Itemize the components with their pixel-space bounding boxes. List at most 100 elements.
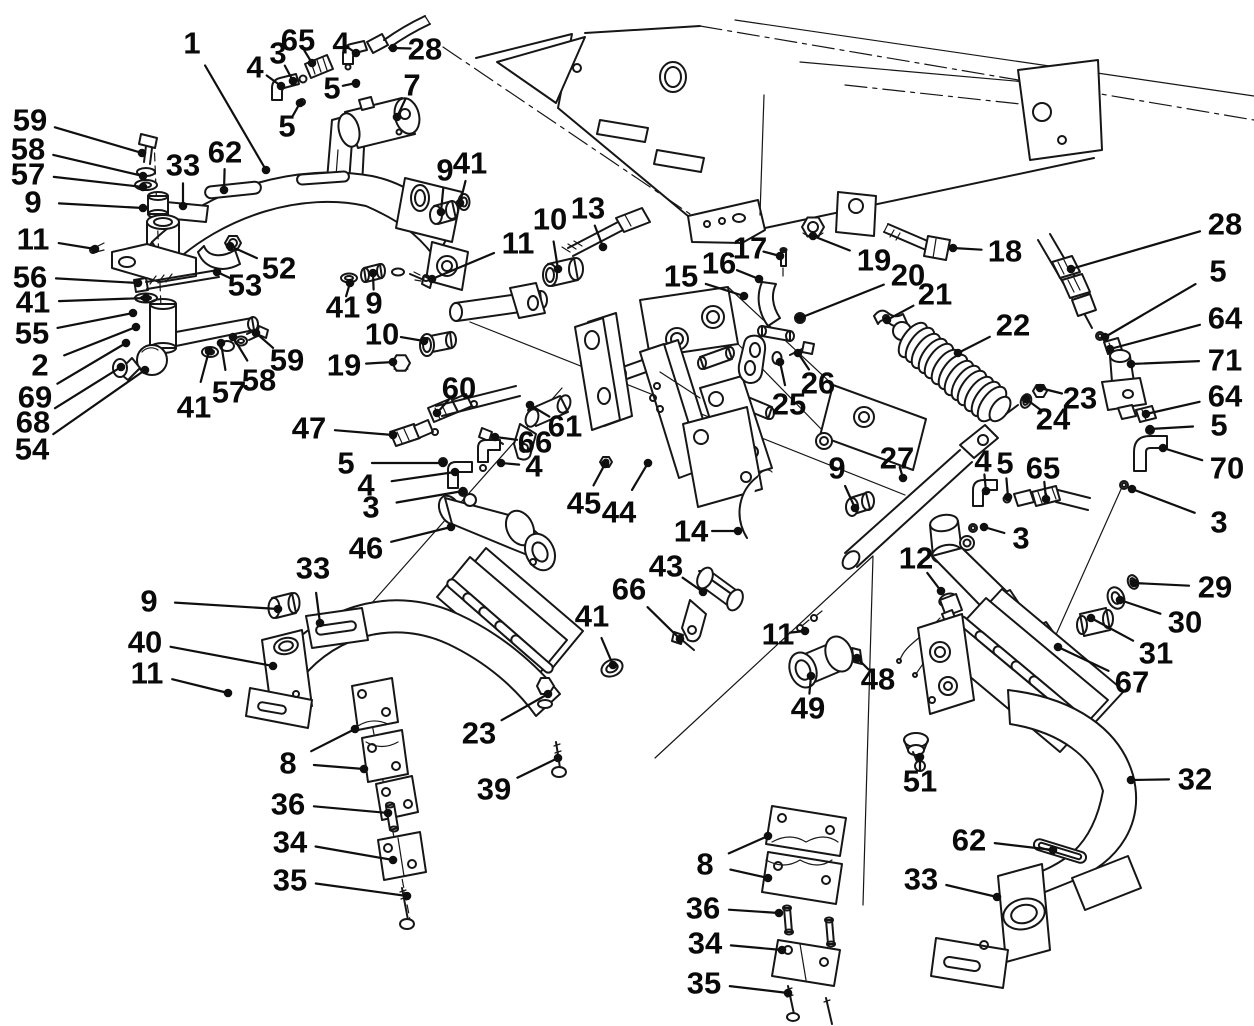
leader-dot-51 bbox=[915, 752, 925, 762]
leader-line-5 bbox=[1148, 425, 1195, 431]
leader-line-34 bbox=[314, 845, 395, 862]
leader-line-10 bbox=[552, 240, 560, 271]
leader-line-36 bbox=[312, 805, 390, 815]
kingpin-spindle-group bbox=[89, 133, 269, 381]
callout-41: 41 bbox=[177, 390, 211, 425]
callout-16: 16 bbox=[702, 246, 736, 281]
leader-dot-47 bbox=[388, 430, 398, 440]
callout-35: 35 bbox=[687, 966, 721, 1001]
center-weldment bbox=[340, 207, 927, 539]
callout-21: 21 bbox=[918, 277, 952, 312]
callout-41: 41 bbox=[575, 599, 609, 634]
leader-dot-9 bbox=[138, 203, 148, 213]
leader-line-36 bbox=[727, 908, 781, 915]
leader-dot-28 bbox=[388, 43, 398, 53]
callout-4: 4 bbox=[246, 50, 264, 85]
leader-dot-66 bbox=[675, 634, 685, 644]
leader-dot-65 bbox=[307, 58, 317, 68]
leader-line-18 bbox=[951, 246, 983, 251]
callout-23: 23 bbox=[1063, 381, 1097, 416]
leader-line-41 bbox=[57, 296, 148, 303]
callout-20: 20 bbox=[891, 258, 925, 293]
callout-56: 56 bbox=[13, 260, 47, 295]
callout-33: 33 bbox=[166, 148, 200, 183]
callout-33: 33 bbox=[904, 862, 938, 897]
callout-68: 68 bbox=[16, 405, 50, 440]
leader-dot-33 bbox=[315, 618, 325, 628]
leader-dot-39 bbox=[553, 753, 563, 763]
leader-dot-19 bbox=[808, 231, 818, 241]
callout-62: 62 bbox=[208, 135, 242, 170]
callout-59: 59 bbox=[13, 103, 47, 138]
leader-dot-36 bbox=[383, 808, 393, 818]
leader-dot-66 bbox=[490, 432, 500, 442]
leader-dot-41 bbox=[345, 278, 355, 288]
callout-22: 22 bbox=[996, 308, 1030, 343]
callout-40: 40 bbox=[128, 625, 162, 660]
leader-dot-3 bbox=[1127, 484, 1137, 494]
mid-small-parts bbox=[389, 385, 863, 689]
leader-dot-14 bbox=[733, 526, 743, 536]
callout-62: 62 bbox=[952, 823, 986, 858]
callout-11: 11 bbox=[502, 226, 535, 261]
leader-line-33 bbox=[945, 883, 999, 899]
callout-57: 57 bbox=[212, 375, 246, 410]
leader-dot-64 bbox=[1105, 344, 1115, 354]
leader-dot-62 bbox=[219, 185, 229, 195]
leader-line-3 bbox=[1130, 487, 1196, 514]
callout-31: 31 bbox=[1139, 636, 1173, 671]
leader-dot-57 bbox=[138, 182, 148, 192]
leader-dot-57 bbox=[216, 338, 226, 348]
leader-dot-69 bbox=[121, 338, 131, 348]
callout-3: 3 bbox=[269, 36, 286, 71]
callout-70: 70 bbox=[1210, 451, 1244, 486]
leader-dot-34 bbox=[388, 855, 398, 865]
callout-5: 5 bbox=[1210, 408, 1227, 443]
leader-line-41 bbox=[600, 636, 615, 667]
callout-64: 64 bbox=[1208, 379, 1243, 414]
leader-dot-58 bbox=[138, 171, 148, 181]
leader-line-9 bbox=[57, 202, 145, 210]
leader-dot-31 bbox=[1086, 613, 1096, 623]
leader-line-58 bbox=[231, 335, 249, 362]
leader-dot-9 bbox=[368, 268, 378, 278]
leader-line-57 bbox=[219, 341, 227, 371]
callout-9: 9 bbox=[140, 584, 157, 619]
leader-line-46 bbox=[390, 525, 453, 543]
leader-dot-3 bbox=[458, 486, 468, 496]
leader-dot-41 bbox=[141, 293, 151, 303]
leader-dot-9 bbox=[850, 503, 860, 513]
callout-54: 54 bbox=[15, 432, 50, 467]
leader-dot-65 bbox=[1041, 494, 1051, 504]
leader-line-58 bbox=[52, 153, 145, 178]
callout-8: 8 bbox=[696, 847, 713, 882]
leader-line-21 bbox=[885, 304, 915, 322]
leader-dot-27 bbox=[898, 473, 908, 483]
leader-dot-18 bbox=[948, 243, 958, 253]
leader-dot-58 bbox=[228, 332, 238, 342]
callout-3: 3 bbox=[1210, 505, 1227, 540]
callout-4: 4 bbox=[525, 449, 543, 484]
leader-line-55 bbox=[56, 311, 135, 329]
callout-44: 44 bbox=[602, 495, 637, 530]
callout-4: 4 bbox=[357, 468, 375, 503]
leader-line-11 bbox=[57, 242, 97, 251]
callout-41: 41 bbox=[326, 290, 360, 325]
leader-dot-45 bbox=[600, 459, 610, 469]
leader-dot-16 bbox=[754, 274, 764, 284]
leader-line-11 bbox=[430, 251, 496, 281]
leader-dot-11 bbox=[427, 274, 437, 284]
leader-line-41 bbox=[199, 349, 211, 383]
leader-line-30 bbox=[1118, 598, 1162, 615]
callout-9: 9 bbox=[365, 286, 382, 321]
callout-43: 43 bbox=[649, 549, 683, 584]
leader-dot-53 bbox=[212, 267, 222, 277]
leader-dot-68 bbox=[116, 362, 126, 372]
leader-line-52 bbox=[228, 244, 258, 260]
leader-line-8 bbox=[729, 868, 770, 880]
leader-line-39 bbox=[516, 756, 560, 779]
leader-dot-59 bbox=[137, 148, 147, 158]
leader-dot-59 bbox=[251, 328, 261, 338]
leader-line-22 bbox=[956, 335, 991, 355]
